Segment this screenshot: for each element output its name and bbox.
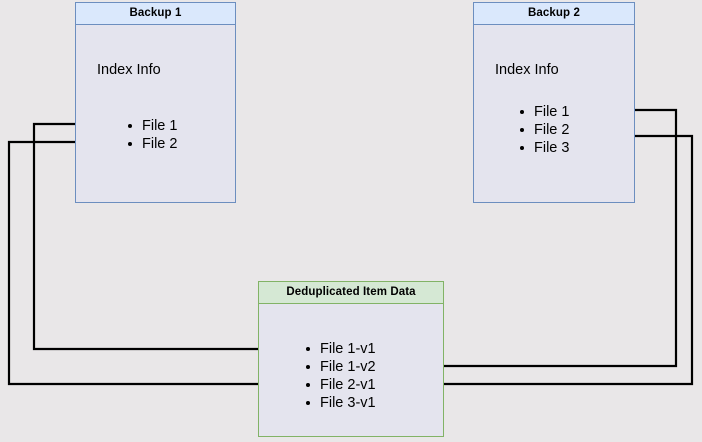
- list-item[interactable]: File 2: [518, 121, 569, 139]
- list-item[interactable]: File 3: [518, 139, 569, 157]
- backup1-file-list: File 1 File 2: [126, 117, 177, 153]
- list-item[interactable]: File 2-v1: [304, 376, 376, 394]
- backup2-file-list: File 1 File 2 File 3: [518, 103, 569, 157]
- list-item[interactable]: File 3-v1: [304, 394, 376, 412]
- dedup-box: Deduplicated Item Data File 1-v1 File 1-…: [258, 281, 444, 437]
- dedup-title: Deduplicated Item Data: [259, 282, 443, 304]
- list-item[interactable]: File 1-v1: [304, 340, 376, 358]
- backup2-title: Backup 2: [474, 3, 634, 25]
- backup1-box: Backup 1 Index Info File 1 File 2: [75, 2, 236, 203]
- backup1-title: Backup 1: [76, 3, 235, 25]
- list-item[interactable]: File 2: [126, 135, 177, 153]
- list-item[interactable]: File 1: [126, 117, 177, 135]
- backup2-index-info-label: Index Info: [495, 62, 559, 78]
- dedup-item-list: File 1-v1 File 1-v2 File 2-v1 File 3-v1: [304, 340, 376, 412]
- backup1-index-info-label: Index Info: [97, 62, 161, 78]
- backup2-box: Backup 2 Index Info File 1 File 2 File 3: [473, 2, 635, 203]
- list-item[interactable]: File 1-v2: [304, 358, 376, 376]
- list-item[interactable]: File 1: [518, 103, 569, 121]
